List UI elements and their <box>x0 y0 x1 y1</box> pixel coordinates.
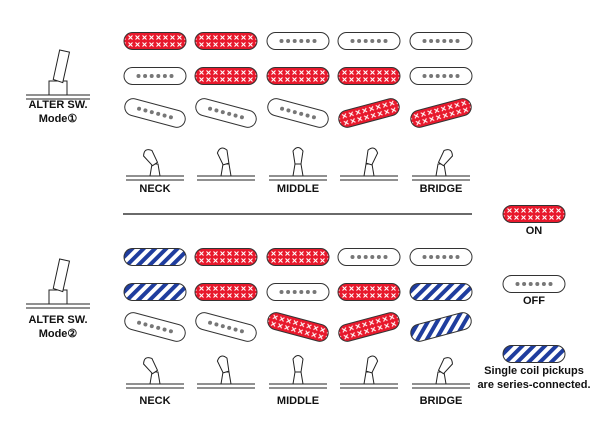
mode1-position-neck: NECK <box>139 183 170 195</box>
selector-switch-icon-3 <box>269 147 327 181</box>
alter-switch-icon <box>26 49 90 100</box>
mode1-pickup-r3-c3 <box>267 98 329 128</box>
mode1-pickup-r1-c3 <box>266 32 330 50</box>
mode2-label-line1: ALTER SW. <box>28 314 87 326</box>
mode1-pickup-r3-c4 <box>338 98 400 128</box>
mode1-label-line2: Mode① <box>39 113 78 125</box>
mode-2-section: ALTER SW. Mode② NECK MIDDLE BRIDGE <box>26 248 473 407</box>
mode2-pickup-r3-c2 <box>195 312 257 342</box>
mode2-pickup-r1-c5 <box>409 248 473 266</box>
mode1-pickup-r1-c4 <box>337 32 401 50</box>
legend-off-pickup <box>502 275 566 293</box>
mode1-position-bridge: BRIDGE <box>420 183 463 195</box>
selector-switch-icon-4 <box>340 147 398 181</box>
mode2-pickup-r2-c1 <box>123 283 187 301</box>
mode1-label-line1: ALTER SW. <box>28 99 87 111</box>
mode1-pickup-r2-c1 <box>123 67 187 85</box>
mode2-position-neck: NECK <box>139 395 170 407</box>
selector-switch-icon-1 <box>126 149 184 181</box>
alter-switch-mode2-icon <box>26 258 90 309</box>
mode1-pickup-r2-c3 <box>266 67 330 85</box>
mode2-selector-icons <box>126 355 470 389</box>
legend-on-pickup <box>502 205 566 223</box>
legend-off-label: OFF <box>523 295 545 307</box>
mode2-pickup-r2-c3 <box>266 283 330 301</box>
mode1-pickup-grid <box>123 32 473 128</box>
alter-switch-mode1-icon <box>26 49 90 100</box>
legend-series-pickup-icon <box>502 345 566 363</box>
mode1-pickup-r3-c1 <box>124 98 186 128</box>
mode2-pickup-r1-c1 <box>123 248 187 266</box>
mode1-pickup-r2-c4 <box>337 67 401 85</box>
legend-on-label: ON <box>526 225 543 237</box>
mode2-pickup-r3-c5 <box>410 312 472 342</box>
mode1-position-middle: MIDDLE <box>277 183 319 195</box>
legend-on-pickup-icon <box>502 205 566 223</box>
mode2-pickup-r1-c3 <box>266 248 330 266</box>
mode1-pickup-r2-c5 <box>409 67 473 85</box>
mode1-pickup-r3-c2 <box>195 98 257 128</box>
mode2-pickup-r2-c4 <box>337 283 401 301</box>
alter-switch-icon <box>26 258 90 309</box>
mode2-pickup-r3-c4 <box>338 312 400 342</box>
mode2-position-bridge: BRIDGE <box>420 395 463 407</box>
mode2-pickup-grid <box>123 248 473 342</box>
mode2-pickup-r2-c5 <box>409 283 473 301</box>
mode1-pickup-r1-c1 <box>123 32 187 50</box>
mode2-pickup-r3-c3 <box>267 312 329 342</box>
mode2-pickup-r3-c1 <box>124 312 186 342</box>
mode1-pickup-r3-c5 <box>410 98 472 128</box>
mode1-selector-icons <box>126 147 470 181</box>
mode-1-section: ALTER SW. Mode① NECK MIDDLE BRIDGE <box>26 32 473 195</box>
mode2-position-middle: MIDDLE <box>277 395 319 407</box>
mode1-pickup-r2-c2 <box>194 67 258 85</box>
selector-switch-icon-5 <box>412 149 470 181</box>
selector-switch-icon-5 <box>412 357 470 389</box>
legend-series-label-line2: are series-connected. <box>477 379 590 391</box>
mode1-pickup-r1-c5 <box>409 32 473 50</box>
selector-switch-icon-4 <box>340 355 398 389</box>
mode1-pickup-r1-c2 <box>194 32 258 50</box>
selector-switch-icon-3 <box>269 355 327 389</box>
mode2-pickup-r2-c2 <box>194 283 258 301</box>
legend-series-label-line1: Single coil pickups <box>484 365 584 377</box>
legend-off-pickup-icon <box>502 275 566 293</box>
mode2-pickup-r1-c4 <box>337 248 401 266</box>
mode2-pickup-r1-c2 <box>194 248 258 266</box>
selector-switch-icon-2 <box>197 147 255 181</box>
selector-switch-icon-1 <box>126 357 184 389</box>
selector-switch-icon-2 <box>197 355 255 389</box>
legend-series-pickup <box>502 345 566 363</box>
mode2-label-line2: Mode② <box>39 328 78 340</box>
legend: ON OFF Single coil pickups are series-co… <box>477 205 591 391</box>
